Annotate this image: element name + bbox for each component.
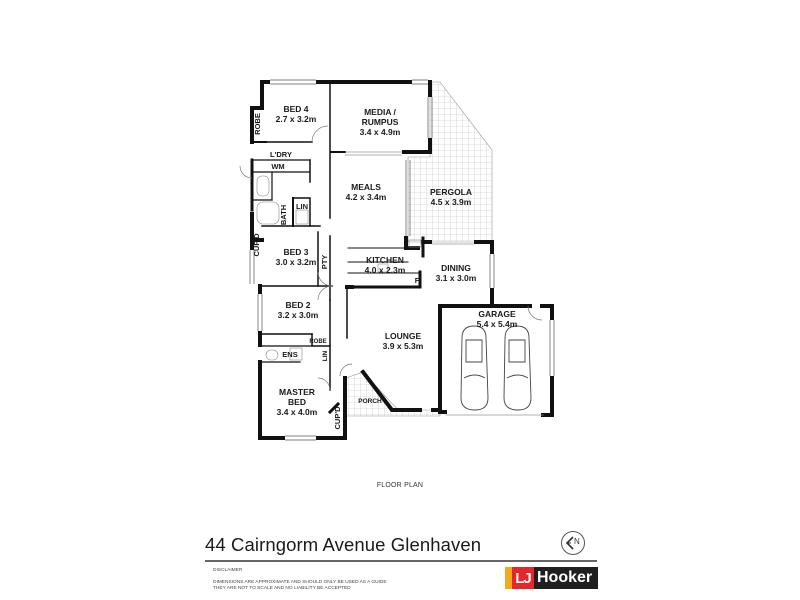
label-bath: BATH <box>279 205 288 225</box>
pergola-area <box>407 81 493 243</box>
label-ensuite: ENS <box>282 350 297 359</box>
room-pergola-name: PERGOLA <box>430 187 472 197</box>
footer-divider <box>205 560 597 562</box>
label-robe-bed4: ROBE <box>253 113 262 135</box>
room-bed3-dims: 3.0 x 3.2m <box>276 257 317 267</box>
room-dining-dims: 3.1 x 3.0m <box>436 273 477 283</box>
room-kitchen-dims: 4.0 x 2.3m <box>365 265 406 275</box>
disclaimer-line-2: THEY ARE NOT TO SCALE AND NO LIABILITY B… <box>213 586 351 591</box>
label-cupd-master: CUP'D <box>333 406 342 430</box>
room-media-dims: 3.4 x 4.9m <box>360 127 401 137</box>
label-lin-bottom: LIN <box>322 350 329 361</box>
car-icons <box>460 325 532 411</box>
floor-plan-caption: FLOOR PLAN <box>376 482 424 489</box>
room-master-name2: BED <box>288 397 306 407</box>
room-master-dims: 3.4 x 4.0m <box>277 407 318 417</box>
label-pantry: PTY <box>320 255 329 270</box>
room-bed4-name: BED 4 <box>283 104 308 114</box>
room-media-name2: RUMPUS <box>362 117 399 127</box>
room-pergola-dims: 4.5 x 3.9m <box>431 197 472 207</box>
north-arrow-glyph <box>565 536 574 550</box>
room-kitchen-name: KITCHEN <box>366 255 404 265</box>
room-bed2-dims: 3.2 x 3.0m <box>278 310 319 320</box>
label-porch: PORCH <box>358 398 382 405</box>
label-cupd-bed3: CUP'D <box>252 233 261 257</box>
logo-wordmark: Hooker <box>534 567 598 589</box>
room-meals-name: MEALS <box>351 182 381 192</box>
room-media-name: MEDIA / <box>364 107 396 117</box>
fixtures <box>256 175 422 361</box>
room-lounge-name: LOUNGE <box>385 331 422 341</box>
room-bed3-name: BED 3 <box>283 247 308 257</box>
logo-yellow-bar <box>505 567 512 589</box>
room-dining-name: DINING <box>441 263 471 273</box>
lj-hooker-logo: LJ Hooker <box>505 567 598 589</box>
disclaimer-line-1: DIMENSIONS ARE APPROXIMATE AND SHOULD ON… <box>213 580 387 585</box>
label-laundry: L'DRY <box>270 150 292 159</box>
room-bed4-dims: 2.7 x 3.2m <box>276 114 317 124</box>
north-letter: N <box>574 537 580 546</box>
door-swings <box>239 125 543 391</box>
windows <box>249 79 555 441</box>
room-master-name: MASTER <box>279 387 315 397</box>
north-arrow-icon: N <box>561 531 585 555</box>
room-garage-name: GARAGE <box>478 309 516 319</box>
small-labels: ROBE L'DRY WM BATH LIN CUP'D PTY F ROBE … <box>252 113 420 429</box>
property-address: 44 Cairngorm Avenue Glenhaven <box>205 534 482 555</box>
logo-lj-mark: LJ <box>512 567 534 589</box>
room-garage-dims: 5.4 x 5.4m <box>477 319 518 329</box>
room-labels: BED 4 2.7 x 3.2m MEDIA / RUMPUS 3.4 x 4.… <box>276 104 518 417</box>
room-meals-dims: 4.2 x 3.4m <box>346 192 387 202</box>
label-fridge: F <box>415 276 420 285</box>
floor-plan: BED 4 2.7 x 3.2m MEDIA / RUMPUS 3.4 x 4.… <box>239 79 555 441</box>
room-lounge-dims: 3.9 x 5.3m <box>383 341 424 351</box>
label-wm: WM <box>271 162 284 171</box>
disclaimer-heading: DISCLAIMER <box>213 568 243 573</box>
walls <box>250 80 554 440</box>
label-lin-top: LIN <box>296 202 308 211</box>
room-bed2-name: BED 2 <box>285 300 310 310</box>
label-robe-bed2: ROBE <box>309 339 326 345</box>
